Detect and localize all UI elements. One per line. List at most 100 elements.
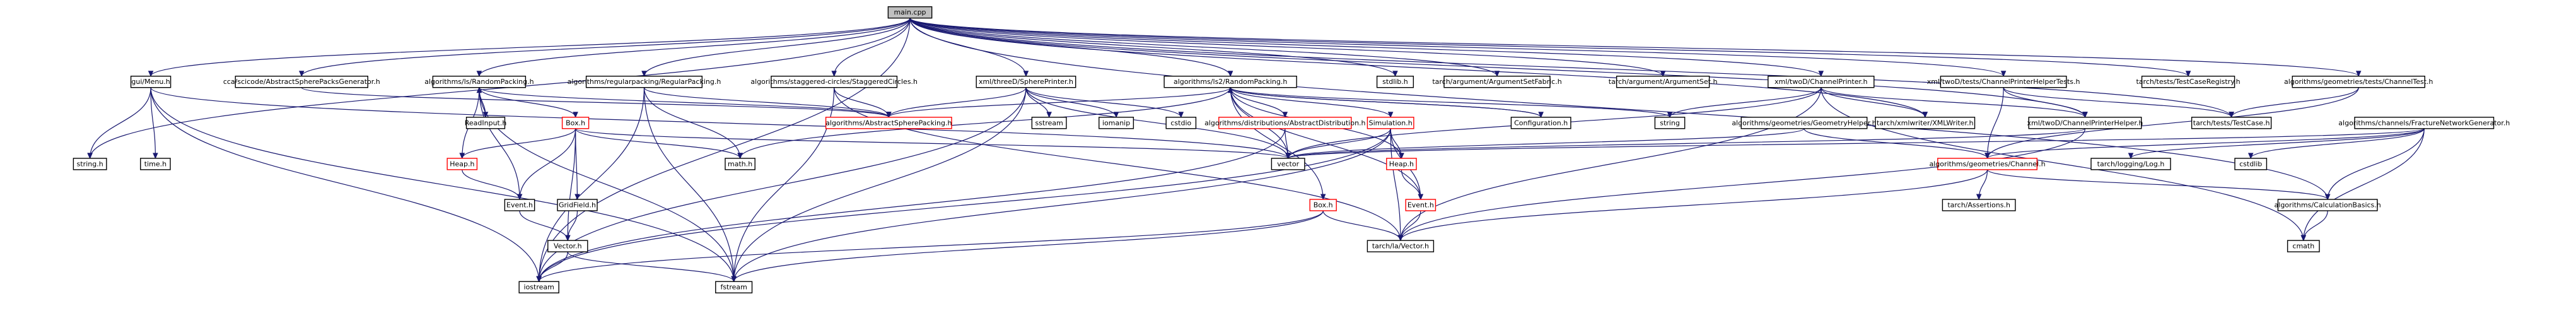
file-node-lsrand[interactable]: algorithms/ls/RandomPacking.h — [424, 75, 534, 88]
dependency-edge — [299, 18, 911, 77]
file-node-testcase[interactable]: tarch/tests/TestCase.h — [2191, 117, 2272, 129]
file-node-abssphere[interactable]: algorithms/AbstractSpherePacking.h — [825, 117, 952, 129]
file-node-sstream[interactable]: sstream — [1031, 117, 1067, 129]
file-node-xmlwriter[interactable]: tarch/xmlwriter/XMLWriter.h — [1875, 117, 1976, 129]
edge-line — [1400, 128, 2086, 241]
file-node-channel[interactable]: algorithms/geometries/Channel.h — [1929, 158, 2046, 170]
file-node-fracgen[interactable]: algorithms/channels/FractureNetworkGener… — [2338, 117, 2510, 129]
edge-line — [1322, 210, 1401, 241]
file-node-eventb[interactable]: Event.h — [1405, 199, 1437, 211]
file-node-box — [446, 158, 478, 170]
file-node-mathh[interactable]: math.h — [725, 158, 755, 170]
file-node-heapb[interactable]: Heap.h — [1386, 158, 1417, 170]
file-node-argset[interactable]: tarch/argument/ArgumentSet.h — [1609, 75, 1718, 88]
edge-line — [909, 18, 2359, 77]
file-node-box — [504, 199, 535, 211]
dependency-edge — [1986, 169, 2331, 201]
edge-arrowhead — [1399, 153, 1404, 160]
file-node-regpack[interactable]: algorithms/regularpacking/RegularPacking… — [568, 75, 721, 88]
file-node-eventa[interactable]: Event.h — [504, 199, 535, 211]
file-node-label: gui/Menu.h — [131, 78, 170, 86]
file-node-lavector[interactable]: tarch/la/Vector.h — [1367, 240, 1435, 252]
file-node-label: Heap.h — [1389, 160, 1414, 168]
edge-arrowhead — [1660, 71, 1666, 77]
edge-arrowhead — [1984, 153, 1990, 160]
file-node-box — [140, 158, 171, 170]
file-node-geohelper[interactable]: algorithms/geometries/GeometryHelper.h — [1732, 117, 1877, 129]
file-node-chanphelper[interactable]: xml/twoD/ChannelPrinterHelper.h — [2027, 117, 2143, 129]
file-node-box — [1367, 117, 1414, 129]
file-node-vector[interactable]: vector — [1271, 158, 1305, 170]
file-node-boxb[interactable]: Box.h — [1309, 199, 1337, 211]
edge-line — [90, 18, 911, 158]
file-node-timeh[interactable]: time.h — [140, 158, 171, 170]
file-node-threed[interactable]: xml/threeD/SpherePrinter.h — [976, 75, 1076, 88]
file-node-box — [825, 117, 952, 129]
file-node-calcbasics[interactable]: algorithms/CalculationBasics.h — [2275, 199, 2381, 211]
file-node-label: Event.h — [506, 201, 533, 209]
file-node-cstdio[interactable]: cstdio — [1165, 117, 1197, 129]
dependency-edge — [2229, 87, 2359, 119]
dependency-edge — [909, 18, 1398, 77]
file-node-heapa[interactable]: Heap.h — [446, 158, 478, 170]
file-node-fstream[interactable]: fstream — [715, 281, 753, 293]
file-node-testreg[interactable]: tarch/tests/TestCaseRegistry.h — [2136, 75, 2241, 88]
edge-arrowhead — [2000, 71, 2007, 77]
file-node-box — [1875, 117, 1976, 129]
file-node-iostream[interactable]: iostream — [518, 281, 559, 293]
edge-arrowhead — [2229, 112, 2234, 119]
file-node-twodtests[interactable]: xml/twoD/tests/ChannelPrinterHelperTests… — [1927, 75, 2080, 88]
file-node-assertions[interactable]: tarch/Assertions.h — [1942, 199, 2016, 211]
file-node-box — [465, 117, 506, 129]
edge-line — [740, 87, 1231, 158]
file-node-label: tarch/logging/Log.h — [2097, 160, 2165, 168]
dependency-edge — [479, 87, 523, 201]
file-node-label: fstream — [720, 283, 747, 292]
edge-line — [1804, 128, 1988, 159]
file-node-simulation[interactable]: Simulation.h — [1367, 117, 1414, 129]
file-node-string[interactable]: string — [1654, 117, 1686, 129]
edge-line — [462, 169, 520, 200]
file-node-argfabric[interactable]: tarch/argument/ArgumentSetFabric.h — [1432, 75, 1562, 88]
file-node-main[interactable]: main.cpp — [887, 6, 933, 19]
file-node-ccaabs[interactable]: cca/scicode/AbstractSpherePacksGenerator… — [223, 75, 380, 88]
file-node-chantest[interactable]: algorithms/geometries/tests/ChannelTest.… — [2284, 75, 2433, 88]
file-node-label: Configuration.h — [1514, 119, 1568, 127]
edge-line — [1821, 87, 2086, 118]
file-node-cstdlib[interactable]: cstdlib — [2234, 158, 2268, 170]
dependency-edge — [1976, 169, 1988, 201]
file-node-gridfield[interactable]: GridField.h — [557, 199, 598, 211]
edge-line — [479, 18, 911, 76]
file-node-boxa[interactable]: Box.h — [561, 117, 590, 129]
edge-arrowhead — [1976, 194, 1982, 201]
dependency-edge — [2128, 128, 2425, 160]
file-node-absdist[interactable]: algorithms/distributions/AbstractDistrib… — [1204, 117, 1366, 129]
file-node-label: GridField.h — [559, 201, 596, 209]
file-node-readinput[interactable]: ReadInput.h — [465, 117, 507, 129]
file-node-box — [1031, 117, 1067, 129]
dependency-edge — [519, 210, 571, 242]
file-node-vectorh[interactable]: Vector.h — [547, 240, 588, 252]
dependency-edge — [909, 18, 1824, 77]
file-node-label: algorithms/geometries/GeometryHelper.h — [1732, 119, 1876, 127]
edge-line — [150, 87, 156, 158]
file-node-label: algorithms/regularpacking/RegularPacking… — [568, 78, 721, 86]
dependency-edge — [909, 18, 2088, 119]
dependency-edge — [1025, 87, 1052, 119]
file-node-stagcirc[interactable]: algorithms/staggered-circles/StaggeredCi… — [750, 75, 918, 88]
file-node-stringh[interactable]: string.h — [73, 158, 107, 170]
edge-arrowhead — [886, 112, 892, 119]
edge-line — [1400, 87, 1822, 241]
edge-line — [643, 18, 911, 76]
file-node-twodchanp[interactable]: xml/twoD/ChannelPrinter.h — [1768, 75, 1875, 88]
file-node-guimenu[interactable]: gui/Menu.h — [130, 75, 172, 88]
file-node-iomanip[interactable]: iomanip — [1099, 117, 1134, 129]
file-node-stdlib[interactable]: stdlib.h — [1376, 75, 1414, 88]
file-node-label: cstdlib — [2239, 160, 2262, 168]
file-node-ls2rand[interactable]: algorithms/ls2/RandomPacking.h — [1163, 75, 1297, 88]
file-node-box — [1937, 158, 2038, 170]
file-node-cmath[interactable]: cmath — [2287, 240, 2320, 252]
edge-arrowhead — [1320, 194, 1326, 201]
file-node-loglog[interactable]: tarch/logging/Log.h — [2090, 158, 2171, 170]
file-node-config[interactable]: Configuration.h — [1510, 117, 1571, 129]
